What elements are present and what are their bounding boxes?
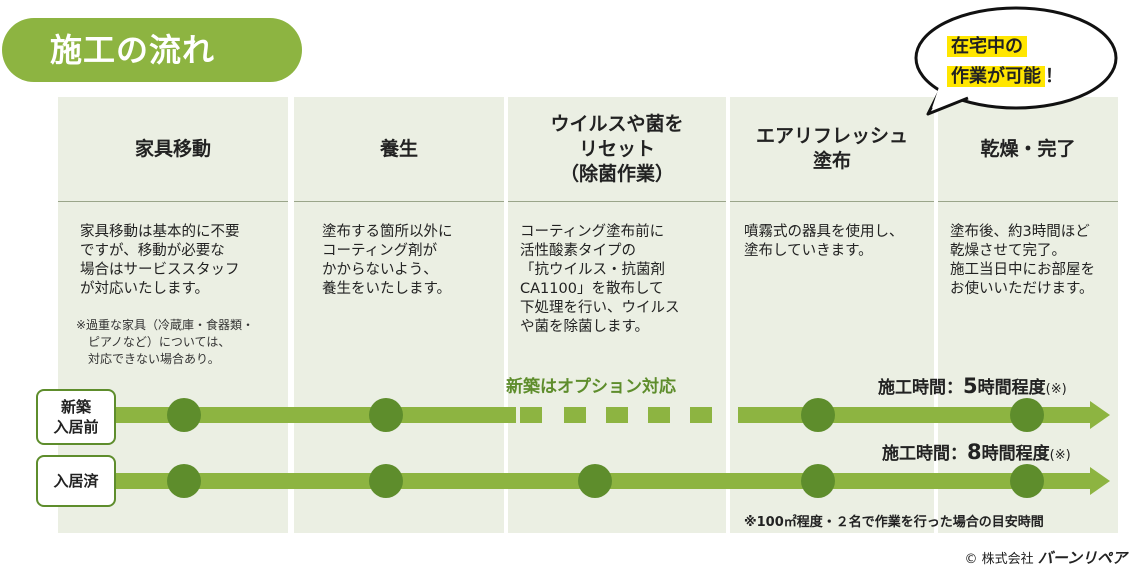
timeline-dash [606, 407, 628, 423]
step-heading: 家具移動 [134, 137, 211, 160]
step-heading: ウイルスや菌を リセット （除菌作業） [550, 112, 684, 185]
row-label-occupied: 入居済 [36, 455, 116, 507]
duration-label-occupied: 施工時間：8時間程度(※) [882, 439, 1071, 464]
step-column-coating: エアリフレッシュ 塗布 噴霧式の器具を使用し、 塗布していきます。 [730, 97, 934, 533]
timeline-dash [520, 407, 542, 423]
duration-value: 8 [967, 440, 982, 464]
company-prefix: 株式会社 [981, 552, 1034, 567]
duration-suffix: 時間程度 [981, 444, 1050, 464]
step-heading: 乾燥・完了 [980, 137, 1076, 160]
row-label-new-build: 新築 入居前 [36, 389, 116, 445]
step-description: コーティング塗布前に 活性酸素タイプの 「抗ウイルス・抗菌剤 CA1100」を散… [520, 224, 680, 335]
bubble-line-1: 在宅中の [947, 36, 1027, 57]
copyright: © 株式会社 バーンリペア [964, 547, 1127, 568]
timeline-dot [801, 398, 835, 432]
step-note: ※過重な家具（冷蔵庫・食器類・ ピアノなど）については、 対応できない場合あり。 [76, 318, 255, 366]
duration-label-new: 施工時間：5時間程度(※) [878, 373, 1067, 398]
heading-divider [58, 201, 288, 202]
timeline-dot [1010, 464, 1044, 498]
step-description: 塗布する箇所以外に コーティング剤が かからないよう、 養生をいたします。 [322, 224, 453, 297]
heading-divider [294, 201, 504, 202]
timeline-dash [690, 407, 712, 423]
step-heading: 養生 [379, 137, 418, 160]
company-logo: バーンリペア [1037, 549, 1127, 567]
step-column-finish: 乾燥・完了 塗布後、約3時間ほど 乾燥させて完了。 施工当日中にお部屋を お使い… [938, 97, 1118, 533]
heading-divider [938, 201, 1118, 202]
duration-suffix: 時間程度 [977, 378, 1046, 398]
step-heading: エアリフレッシュ 塗布 [755, 125, 908, 172]
copyright-icon: © [964, 552, 978, 567]
timeline-track [116, 407, 516, 423]
page-title: 施工の流れ [2, 18, 302, 82]
bubble-line-2: 作業が可能 [947, 66, 1045, 87]
bubble-text: 在宅中の 作業が可能！ [947, 32, 1063, 92]
step-column-disinfection: ウイルスや菌を リセット （除菌作業） コーティング塗布前に 活性酸素タイプの … [508, 97, 726, 533]
footnote: ※100㎡程度・２名で作業を行った場合の目安時間 [744, 515, 1044, 530]
timeline-dot [578, 464, 612, 498]
timeline-dot [167, 464, 201, 498]
duration-value: 5 [963, 374, 978, 398]
duration-prefix: 施工時間： [882, 444, 967, 464]
heading-divider [730, 201, 934, 202]
step-column-protection: 養生 塗布する箇所以外に コーティング剤が かからないよう、 養生をいたします。 [294, 97, 504, 533]
step-description: 塗布後、約3時間ほど 乾燥させて完了。 施工当日中にお部屋を お使いいただけます… [950, 224, 1095, 297]
timeline-arrowhead [1090, 467, 1110, 495]
timeline-dot [167, 398, 201, 432]
timeline-dash [564, 407, 586, 423]
duration-mark: (※) [1049, 448, 1071, 463]
timeline-dot [369, 464, 403, 498]
timeline-dot [801, 464, 835, 498]
bubble-exclaim: ！ [1045, 66, 1063, 87]
timeline-dash [648, 407, 670, 423]
duration-mark: (※) [1045, 382, 1067, 397]
step-description: 家具移動は基本的に不要 ですが、移動が必要な 場合はサービススタッフ が対応いた… [80, 224, 240, 297]
step-description: 噴霧式の器具を使用し、 塗布していきます。 [744, 224, 904, 259]
timeline-dot [1010, 398, 1044, 432]
timeline-dot [369, 398, 403, 432]
option-note: 新築はオプション対応 [506, 377, 676, 397]
timeline-arrowhead [1090, 401, 1110, 429]
heading-divider [508, 201, 726, 202]
duration-prefix: 施工時間： [878, 378, 963, 398]
